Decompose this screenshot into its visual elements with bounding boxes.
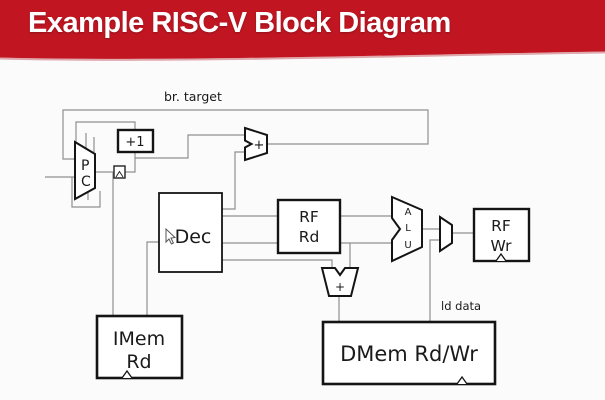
banner-swoosh bbox=[0, 0, 605, 61]
dec-block: Dec bbox=[158, 192, 223, 273]
addr-adder: + bbox=[320, 267, 360, 297]
mouse-cursor-icon bbox=[165, 227, 177, 245]
addr-adder-shape bbox=[320, 267, 360, 297]
dmem-block: DMem Rd/Wr bbox=[321, 320, 497, 386]
rf-rd-box bbox=[276, 198, 342, 255]
rf-wr-clock-icon bbox=[495, 252, 507, 262]
wire-pc-to-branch-adder bbox=[135, 134, 245, 159]
pc-mux-shape bbox=[74, 140, 96, 201]
writeback-mux bbox=[439, 215, 453, 253]
alu-label-line1: A bbox=[405, 207, 412, 218]
wire-plus1-loop bbox=[75, 121, 136, 144]
wire-br-target bbox=[62, 109, 429, 160]
addr-adder-plus-label: + bbox=[335, 280, 345, 294]
alu-shape bbox=[391, 195, 423, 263]
rf-rd-label-line1: RF bbox=[299, 208, 319, 226]
imem-clock-icon bbox=[121, 369, 133, 379]
wire-dec-to-branch-adder bbox=[222, 151, 245, 210]
wire-dec-to-addr-adder bbox=[222, 259, 333, 269]
pc-label-line1: P bbox=[81, 158, 89, 174]
wire-reg-to-plus1 bbox=[125, 152, 136, 173]
dmem-clock-icon bbox=[456, 375, 468, 385]
dmem-box bbox=[321, 320, 497, 386]
alu: A L U bbox=[391, 195, 423, 263]
branch-adder-shape bbox=[244, 126, 268, 162]
pc-register-clock-icon bbox=[115, 170, 124, 178]
ld-data-label: ld data bbox=[441, 299, 481, 313]
branch-adder-plus-label: + bbox=[254, 138, 265, 153]
dec-label: Dec bbox=[175, 226, 212, 248]
banner-shape bbox=[0, 0, 605, 59]
page-title: Example RISC-V Block Diagram bbox=[28, 7, 451, 39]
header-banner: Example RISC-V Block Diagram bbox=[0, 0, 605, 70]
wire-pc-under-loop bbox=[71, 177, 101, 208]
plus1-label: +1 bbox=[125, 135, 144, 150]
rf-rd-label-line2: Rd bbox=[299, 228, 320, 246]
imem-block: IMem Rd bbox=[95, 314, 184, 380]
branch-adder: + bbox=[244, 126, 268, 162]
imem-label-line1: IMem bbox=[113, 328, 165, 350]
alu-label-line3: U bbox=[404, 240, 411, 251]
pc-mux: P C bbox=[74, 140, 96, 201]
pc-register bbox=[113, 165, 126, 179]
wires bbox=[45, 109, 474, 322]
wire-ld-data bbox=[429, 239, 440, 322]
imem-label-line2: Rd bbox=[126, 351, 151, 373]
plus1-box bbox=[116, 128, 155, 154]
imem-box bbox=[95, 314, 184, 380]
wire-imem-to-dec bbox=[146, 241, 159, 316]
plus1-block: +1 bbox=[116, 128, 155, 154]
rf-wr-label-line1: RF bbox=[491, 217, 511, 235]
rf-wr-block: RF Wr bbox=[472, 207, 531, 263]
banner-shade bbox=[0, 51, 605, 61]
rf-wr-label-line2: Wr bbox=[490, 237, 512, 255]
alu-label-line2: L bbox=[405, 223, 411, 234]
rf-rd-block: RF Rd bbox=[276, 198, 342, 255]
dmem-label: DMem Rd/Wr bbox=[340, 342, 478, 366]
pc-label-line2: C bbox=[81, 174, 91, 190]
br-target-label: br. target bbox=[164, 89, 222, 104]
